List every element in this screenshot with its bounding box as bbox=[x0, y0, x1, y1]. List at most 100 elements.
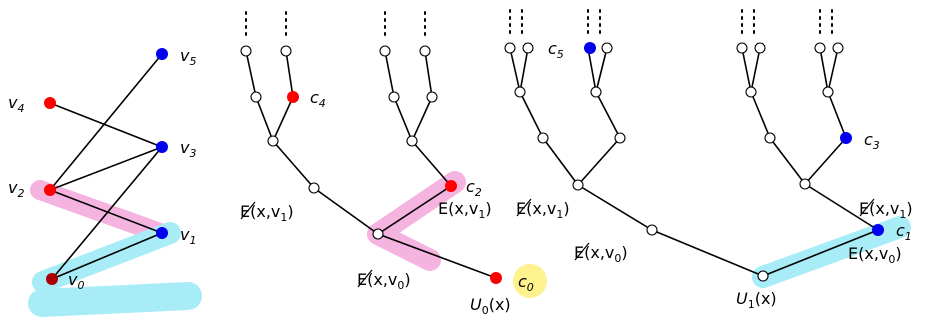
tree-node bbox=[799, 178, 811, 190]
vertex-v4 bbox=[44, 97, 56, 109]
node-c2 bbox=[445, 180, 457, 192]
edge-v2-v5 bbox=[49, 53, 163, 191]
t1-edge bbox=[255, 96, 274, 142]
tree-node bbox=[419, 45, 431, 57]
t2-edge bbox=[804, 137, 847, 185]
label-c1: c1 bbox=[896, 221, 912, 243]
tree-node bbox=[504, 42, 516, 54]
tree-node bbox=[250, 91, 262, 103]
node-c3 bbox=[840, 132, 852, 144]
tree-node bbox=[614, 132, 626, 144]
graph-edges bbox=[49, 53, 163, 280]
t2-edge bbox=[827, 47, 839, 93]
t1-edge bbox=[313, 187, 379, 235]
tree-node bbox=[379, 45, 391, 57]
label-not-e-xv1-a-text: E(x,v1) bbox=[240, 202, 294, 224]
tree-node bbox=[537, 132, 549, 144]
label-v0: v0 bbox=[68, 270, 84, 292]
t2-edge bbox=[750, 91, 771, 139]
t2-edge bbox=[769, 137, 806, 185]
t2-edge bbox=[542, 137, 579, 186]
label-v2: v2 bbox=[8, 178, 24, 200]
vertex-v1 bbox=[156, 227, 168, 239]
label-v4: v4 bbox=[8, 93, 24, 115]
continuation-dots bbox=[245, 9, 833, 39]
t2-edge bbox=[819, 47, 829, 93]
tree-node bbox=[757, 270, 769, 282]
t2-edge bbox=[741, 47, 752, 93]
tree-2-edges bbox=[509, 47, 879, 277]
label-c2: c2 bbox=[466, 177, 482, 199]
edge-v0-v3 bbox=[51, 146, 163, 280]
vertex-v2 bbox=[44, 184, 56, 196]
node-c4 bbox=[287, 91, 299, 103]
pink-highlight-graph bbox=[30, 180, 170, 243]
yellow-highlight-c0 bbox=[513, 264, 547, 298]
graph-labels: v5 v4 v3 v2 v1 v0 bbox=[8, 46, 196, 292]
t1-edge bbox=[285, 50, 294, 98]
label-c5: c5 bbox=[548, 39, 564, 61]
t2-edge bbox=[519, 47, 529, 93]
t2-edge bbox=[577, 137, 621, 186]
tree-node bbox=[280, 45, 292, 57]
tree-node bbox=[736, 42, 748, 54]
t1-edge bbox=[377, 233, 497, 279]
negation-slash bbox=[859, 198, 875, 217]
tree-node bbox=[267, 135, 279, 147]
negation-slash bbox=[357, 269, 373, 288]
tree-1-edges bbox=[245, 50, 497, 279]
negation-slash bbox=[516, 198, 532, 217]
tree-node bbox=[514, 86, 526, 98]
node-c0 bbox=[490, 272, 502, 284]
tree-node bbox=[832, 42, 844, 54]
graph-vertices bbox=[44, 48, 168, 285]
tree-node bbox=[406, 135, 418, 147]
label-c3: c3 bbox=[864, 130, 880, 152]
label-e-xv1-a: E(x,v1) bbox=[438, 199, 492, 221]
label-c4: c4 bbox=[310, 88, 326, 110]
tree-node bbox=[388, 91, 400, 103]
node-c1 bbox=[872, 224, 884, 236]
label-v3: v3 bbox=[180, 138, 196, 160]
t1-edge bbox=[272, 140, 315, 189]
label-not-e-xv1-b: E(x,v1) bbox=[516, 198, 570, 221]
t1-edge bbox=[424, 50, 433, 98]
edge-v2-v3 bbox=[49, 146, 163, 191]
negation-slash bbox=[574, 242, 590, 261]
vertex-v5 bbox=[156, 48, 168, 60]
tree-node bbox=[764, 132, 776, 144]
t2-edge bbox=[577, 184, 653, 231]
tree-node bbox=[426, 91, 438, 103]
t1-edge bbox=[411, 140, 452, 187]
t1-edge bbox=[272, 96, 294, 142]
label-e-xv0-c: E(x,v0) bbox=[848, 244, 902, 266]
edge-v4-v3 bbox=[49, 102, 163, 148]
tree-node bbox=[572, 179, 584, 191]
t2-edge bbox=[804, 183, 879, 231]
label-v5: v5 bbox=[180, 46, 196, 68]
label-not-e-xv0-a: E(x,v0) bbox=[357, 269, 411, 292]
tree-node bbox=[646, 224, 658, 236]
tree-node bbox=[822, 86, 834, 98]
cyan-highlight-scribble bbox=[28, 282, 202, 317]
label-not-e-xv0-b: E(x,v0) bbox=[574, 242, 628, 265]
t2-edge bbox=[509, 47, 521, 93]
label-c0: c0 bbox=[518, 272, 534, 294]
tree-1-labels: c4 c2 c0 E(x,v1) E(x,v1) E(x,v0) U0(x) bbox=[240, 88, 534, 317]
tree-node bbox=[601, 42, 613, 54]
label-not-e-xv1-c: E(x,v1) bbox=[859, 198, 913, 221]
t1-edge bbox=[245, 50, 257, 98]
t2-edge bbox=[827, 91, 847, 139]
t2-edge bbox=[762, 229, 879, 277]
t2-edge bbox=[587, 47, 597, 93]
tree-node bbox=[240, 45, 252, 57]
t1-edge bbox=[411, 96, 433, 142]
label-not-e-xv1-c-text: E(x,v1) bbox=[859, 199, 913, 221]
label-not-e-xv1-b-text: E(x,v1) bbox=[516, 199, 570, 221]
t2-edge bbox=[519, 91, 544, 139]
label-not-e-xv0-b-text: E(x,v0) bbox=[574, 243, 628, 265]
t2-edge bbox=[595, 47, 608, 93]
t2-edge bbox=[595, 91, 621, 139]
edge-v0-v1 bbox=[51, 232, 163, 280]
